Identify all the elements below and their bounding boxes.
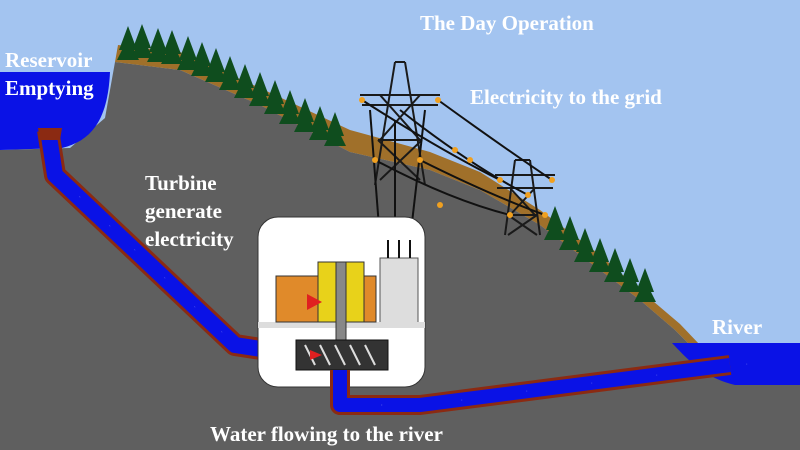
tree-icon <box>559 216 581 250</box>
reservoir-label-line1: Reservoir <box>5 48 92 72</box>
tree-icon <box>279 90 301 124</box>
tree-icon <box>117 26 139 60</box>
tree-icon <box>161 30 183 64</box>
transformer-bushings <box>387 240 411 258</box>
power-lines <box>361 99 553 241</box>
diagram-title: The Day Operation <box>420 11 594 35</box>
river <box>672 343 800 385</box>
tree-icon <box>205 48 227 82</box>
tree-icon <box>294 98 316 132</box>
turbine-label-line3: electricity <box>145 227 234 251</box>
transmission-tower-1 <box>360 61 440 186</box>
rotation-arrow-icon <box>307 294 322 310</box>
water-flow-label: Water flowing to the river <box>210 422 443 446</box>
turbine-blades <box>304 344 376 366</box>
tree-icon <box>131 24 153 58</box>
flow-arrows <box>69 187 748 406</box>
tree-icon <box>619 258 641 292</box>
reservoir-label-line2: Emptying <box>5 76 94 100</box>
pipe-inlet <box>38 128 62 140</box>
tree-icon <box>634 268 656 302</box>
tree-icon <box>191 42 213 76</box>
tree-icon <box>589 238 611 272</box>
insulators <box>359 97 555 218</box>
turbine-label-line2: generate <box>145 199 222 223</box>
river-label: River <box>712 315 762 339</box>
tree-icon <box>574 228 596 262</box>
tree-group <box>117 24 656 302</box>
turbine-flow-arrow-icon <box>310 350 322 360</box>
reservoir <box>0 72 110 150</box>
tree-icon <box>264 80 286 114</box>
generator-shaft <box>335 261 347 353</box>
tree-icon <box>544 206 566 240</box>
tree-icon <box>219 56 241 90</box>
tree-icon <box>249 72 271 106</box>
tree-icon <box>309 106 331 140</box>
tree-icon <box>177 36 199 70</box>
grid-label: Electricity to the grid <box>470 85 662 109</box>
transformer <box>379 257 419 324</box>
tree-icon <box>604 248 626 282</box>
turbine-label-line1: Turbine <box>145 171 217 195</box>
transmission-tower-2 <box>495 159 555 236</box>
tree-icon <box>324 112 346 146</box>
tree-icon <box>234 64 256 98</box>
